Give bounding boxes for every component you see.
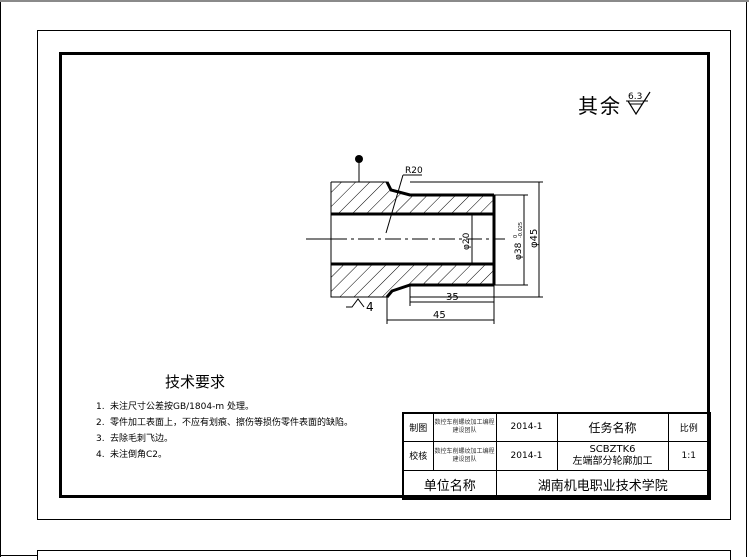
svg-text:φ20: φ20 [462, 232, 472, 250]
datum-marker-icon [355, 155, 363, 163]
checked-by: 数控车削螺纹加工编程建设团队 [432, 440, 497, 471]
scale-label: 比例 [667, 412, 711, 442]
technical-requirements-list: 1.未注尺寸公差按GB/1804-m 处理。 2.零件加工表面上，不应有划痕、擦… [96, 399, 353, 463]
roughness-note: 其余 [578, 90, 622, 119]
unit-name-label: 单位名称 [402, 469, 497, 500]
sheet-edge-left [0, 2, 1, 557]
svg-text:35: 35 [446, 292, 459, 303]
svg-text:φ38: φ38 [514, 242, 524, 260]
requirement-item: 4.未注倒角C2。 [96, 450, 168, 460]
svg-text:4: 4 [366, 300, 374, 314]
unit-name: 湖南机电职业技术学院 [495, 469, 711, 500]
svg-text:-0.025: -0.025 [518, 222, 524, 238]
svg-text:45: 45 [433, 310, 446, 321]
roughness-symbol-icon: 6.3 [626, 91, 651, 116]
title-block: 制图 数控车削螺纹加工编程建设团队 2014-1 任务名称 比例 校核 数控车削… [402, 412, 711, 500]
task-code: SCBZTK6 [589, 443, 636, 455]
drawn-date: 2014-1 [495, 412, 558, 442]
task-name-label: 任务名称 [556, 412, 669, 442]
sheet-edge-right [746, 2, 747, 557]
checked-date: 2014-1 [495, 440, 558, 471]
role-drawn: 制图 [402, 412, 434, 442]
svg-text:R20: R20 [405, 166, 423, 176]
drawn-by: 数控车削螺纹加工编程建设团队 [432, 412, 497, 442]
role-checked: 校核 [402, 440, 434, 471]
requirement-item: 2.零件加工表面上，不应有划痕、擦伤等损伤零件表面的缺陷。 [96, 418, 354, 428]
window-top-edge [0, 0, 749, 2]
task-name: SCBZTK6 左端部分轮廓加工 [556, 440, 669, 471]
task-title: 左端部分轮廓加工 [572, 455, 653, 467]
scale-value: 1:1 [667, 440, 711, 471]
technical-requirements-title: 技术要求 [165, 373, 226, 391]
svg-text:0: 0 [513, 235, 519, 238]
svg-text:6.3: 6.3 [628, 92, 642, 102]
roughness-label: 其余 [578, 94, 622, 118]
page-frame [37, 30, 731, 520]
svg-text:φ45: φ45 [529, 229, 540, 248]
requirement-item: 3.去除毛刺飞边。 [96, 434, 174, 444]
requirement-item: 1.未注尺寸公差按GB/1804-m 处理。 [96, 402, 254, 412]
next-page-frame [37, 550, 731, 560]
sheet-edge-bottom [0, 555, 37, 556]
drawing-border [59, 52, 710, 498]
